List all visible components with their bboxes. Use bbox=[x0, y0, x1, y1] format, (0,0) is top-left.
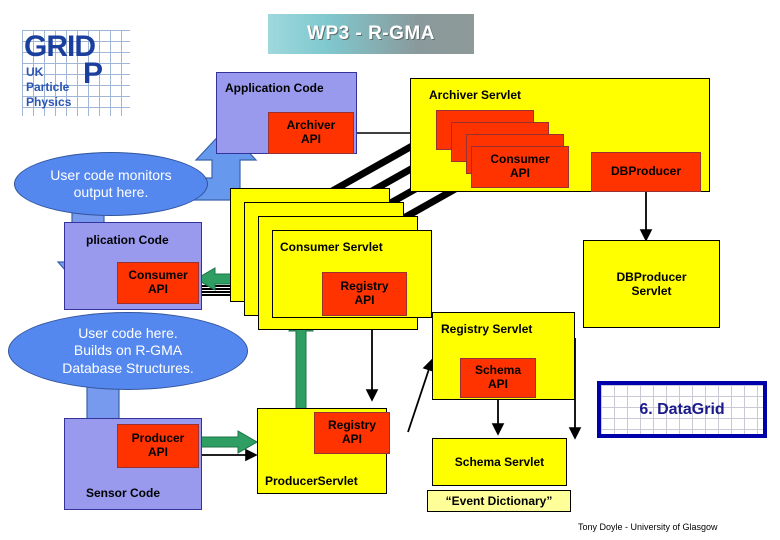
producer-api-line2: API bbox=[147, 445, 168, 459]
consumer-api-left-line1: Consumer bbox=[128, 268, 188, 283]
registry-api-box-producer[interactable]: Registry API bbox=[314, 412, 390, 454]
schema-servlet-label: Schema Servlet bbox=[454, 455, 545, 469]
registry-api-producer-line1: Registry bbox=[327, 418, 377, 433]
callout-monitor-line2: output here. bbox=[73, 184, 149, 200]
line-producer-registry-api-to-registry-servlet bbox=[407, 358, 435, 433]
event-dictionary-box[interactable]: “Event Dictionary” bbox=[427, 490, 571, 512]
sensor-code-label: Sensor Code bbox=[86, 486, 161, 500]
dbproducer-servlet-box[interactable] bbox=[583, 240, 720, 328]
callout-usercode-line2: Builds on R-GMA bbox=[73, 342, 183, 359]
producer-api-box[interactable]: Producer API bbox=[117, 424, 199, 468]
application-code-top-label: Application Code bbox=[225, 81, 324, 95]
consumer-servlet-label: Consumer Servlet bbox=[280, 240, 383, 254]
registry-servlet-label: Registry Servlet bbox=[441, 322, 533, 336]
datagrid-logo-label: 6. DataGrid bbox=[639, 400, 725, 418]
callout-monitor-line1: User code monitors bbox=[50, 166, 172, 183]
registry-api-producer-line2: API bbox=[341, 432, 362, 446]
schema-api-line1: Schema bbox=[474, 363, 522, 378]
footer-credit: Tony Doyle - University of Glasgow bbox=[578, 522, 718, 532]
dbproducer-servlet-label-wrap: DBProducer Servlet bbox=[583, 240, 720, 328]
logo-grid-word: GRID bbox=[24, 30, 96, 63]
logo-grid-pattern bbox=[22, 30, 130, 116]
schema-api-line2: API bbox=[487, 377, 508, 391]
registry-api-consumer-line2: API bbox=[354, 293, 375, 307]
consumer-api-box-front[interactable]: Consumer API bbox=[471, 146, 569, 188]
dbproducer-servlet-label-line2: Servlet bbox=[631, 284, 672, 298]
callout-user-code-here: User code here. Builds on R-GMA Database… bbox=[8, 312, 248, 390]
producer-servlet-label: ProducerServlet bbox=[265, 474, 358, 488]
archiver-api-box[interactable]: Archiver API bbox=[268, 112, 354, 154]
dbproducer-box[interactable]: DBProducer bbox=[591, 152, 701, 192]
datagrid-grid-pattern bbox=[601, 385, 763, 434]
schema-api-box[interactable]: Schema API bbox=[460, 358, 536, 398]
logo-particle-text: Particle bbox=[26, 80, 70, 94]
callout-usercode-line1: User code here. bbox=[78, 324, 178, 341]
event-dictionary-label: “Event Dictionary” bbox=[445, 494, 553, 508]
logo-second-p: P bbox=[83, 57, 104, 90]
consumer-api-box-left[interactable]: Consumer API bbox=[117, 262, 199, 304]
dbproducer-label: DBProducer bbox=[610, 164, 681, 179]
title-banner-background bbox=[268, 14, 474, 54]
gridpp-logo: GRID UK Particle Physics P bbox=[22, 30, 130, 116]
datagrid-logo: 6. DataGrid bbox=[597, 381, 767, 438]
schema-servlet-box[interactable]: Schema Servlet bbox=[432, 438, 567, 486]
dbproducer-servlet-label-line1: DBProducer bbox=[616, 269, 687, 284]
archiver-servlet-label: Archiver Servlet bbox=[429, 88, 522, 102]
application-code-left-label: plication Code bbox=[86, 233, 169, 247]
consumer-api-front-label-line1: Consumer bbox=[490, 152, 550, 167]
page-title: WP3 - R-GMA bbox=[307, 23, 435, 44]
green-arrow-producer-api-to-producer-servlet bbox=[195, 430, 258, 454]
logo-physics-text: Physics bbox=[26, 95, 72, 109]
consumer-api-front-label-line2: API bbox=[509, 166, 530, 180]
archiver-api-label-line2: API bbox=[300, 132, 321, 146]
logo-uk-text: UK bbox=[26, 65, 44, 79]
producer-api-line1: Producer bbox=[131, 431, 185, 446]
callout-monitor-output: User code monitors output here. bbox=[14, 152, 208, 216]
consumer-api-left-line2: API bbox=[147, 282, 168, 296]
archiver-api-label-line1: Archiver bbox=[286, 118, 336, 133]
callout-usercode-line3: Database Structures. bbox=[62, 359, 194, 376]
registry-api-consumer-line1: Registry bbox=[340, 279, 389, 294]
registry-api-box-consumer[interactable]: Registry API bbox=[322, 272, 407, 316]
